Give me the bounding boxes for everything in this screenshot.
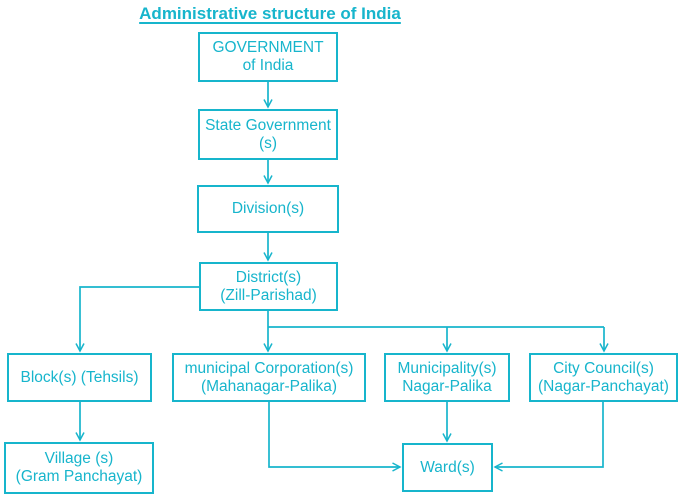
node-city-council: City Council(s) (Nagar-Panchayat) bbox=[529, 353, 678, 402]
node-label: Village (s) bbox=[44, 450, 114, 467]
node-label: Ward(s) bbox=[420, 458, 475, 476]
node-label: Nagar-Palika bbox=[402, 377, 492, 395]
node-blocks: Block(s) (Tehsils) bbox=[7, 353, 152, 402]
node-label: municipal Corporation(s) bbox=[184, 359, 354, 377]
node-divisions: Division(s) bbox=[197, 185, 339, 233]
node-label: Municipality(s) bbox=[397, 359, 497, 377]
node-village: Village (s) (Gram Panchayat) bbox=[4, 442, 154, 494]
node-ward: Ward(s) bbox=[402, 443, 493, 492]
node-municipality: Municipality(s) Nagar-Palika bbox=[384, 353, 510, 402]
edge-districts-blocks bbox=[75, 286, 199, 353]
node-label: (Mahanagar-Palika) bbox=[200, 377, 338, 395]
diagram-title: Administrative structure of India bbox=[139, 4, 401, 23]
node-label: City Council(s) bbox=[553, 359, 654, 377]
node-label: (Gram Panchayat) bbox=[15, 468, 143, 485]
node-state-government: State Government (s) bbox=[198, 109, 338, 160]
node-label: Block(s) (Tehsils) bbox=[20, 368, 139, 386]
node-districts: District(s) (Zill-Parishad) bbox=[199, 262, 338, 311]
node-label: (Zill-Parishad) bbox=[220, 286, 317, 304]
node-government: GOVERNMENT of India bbox=[198, 32, 338, 82]
edge-city-council-ward bbox=[493, 402, 604, 472]
node-label: of India bbox=[242, 57, 294, 74]
node-label: Division(s) bbox=[231, 200, 305, 217]
node-label: District(s) bbox=[235, 268, 302, 286]
node-municipal-corporation: municipal Corporation(s) (Mahanagar-Pali… bbox=[172, 353, 366, 402]
node-label: (s) bbox=[258, 134, 278, 152]
edge-municipal-corporation-ward bbox=[268, 402, 402, 472]
node-label: GOVERNMENT bbox=[212, 39, 324, 56]
node-label: State Government bbox=[205, 116, 331, 134]
node-label: (Nagar-Panchayat) bbox=[538, 377, 669, 395]
